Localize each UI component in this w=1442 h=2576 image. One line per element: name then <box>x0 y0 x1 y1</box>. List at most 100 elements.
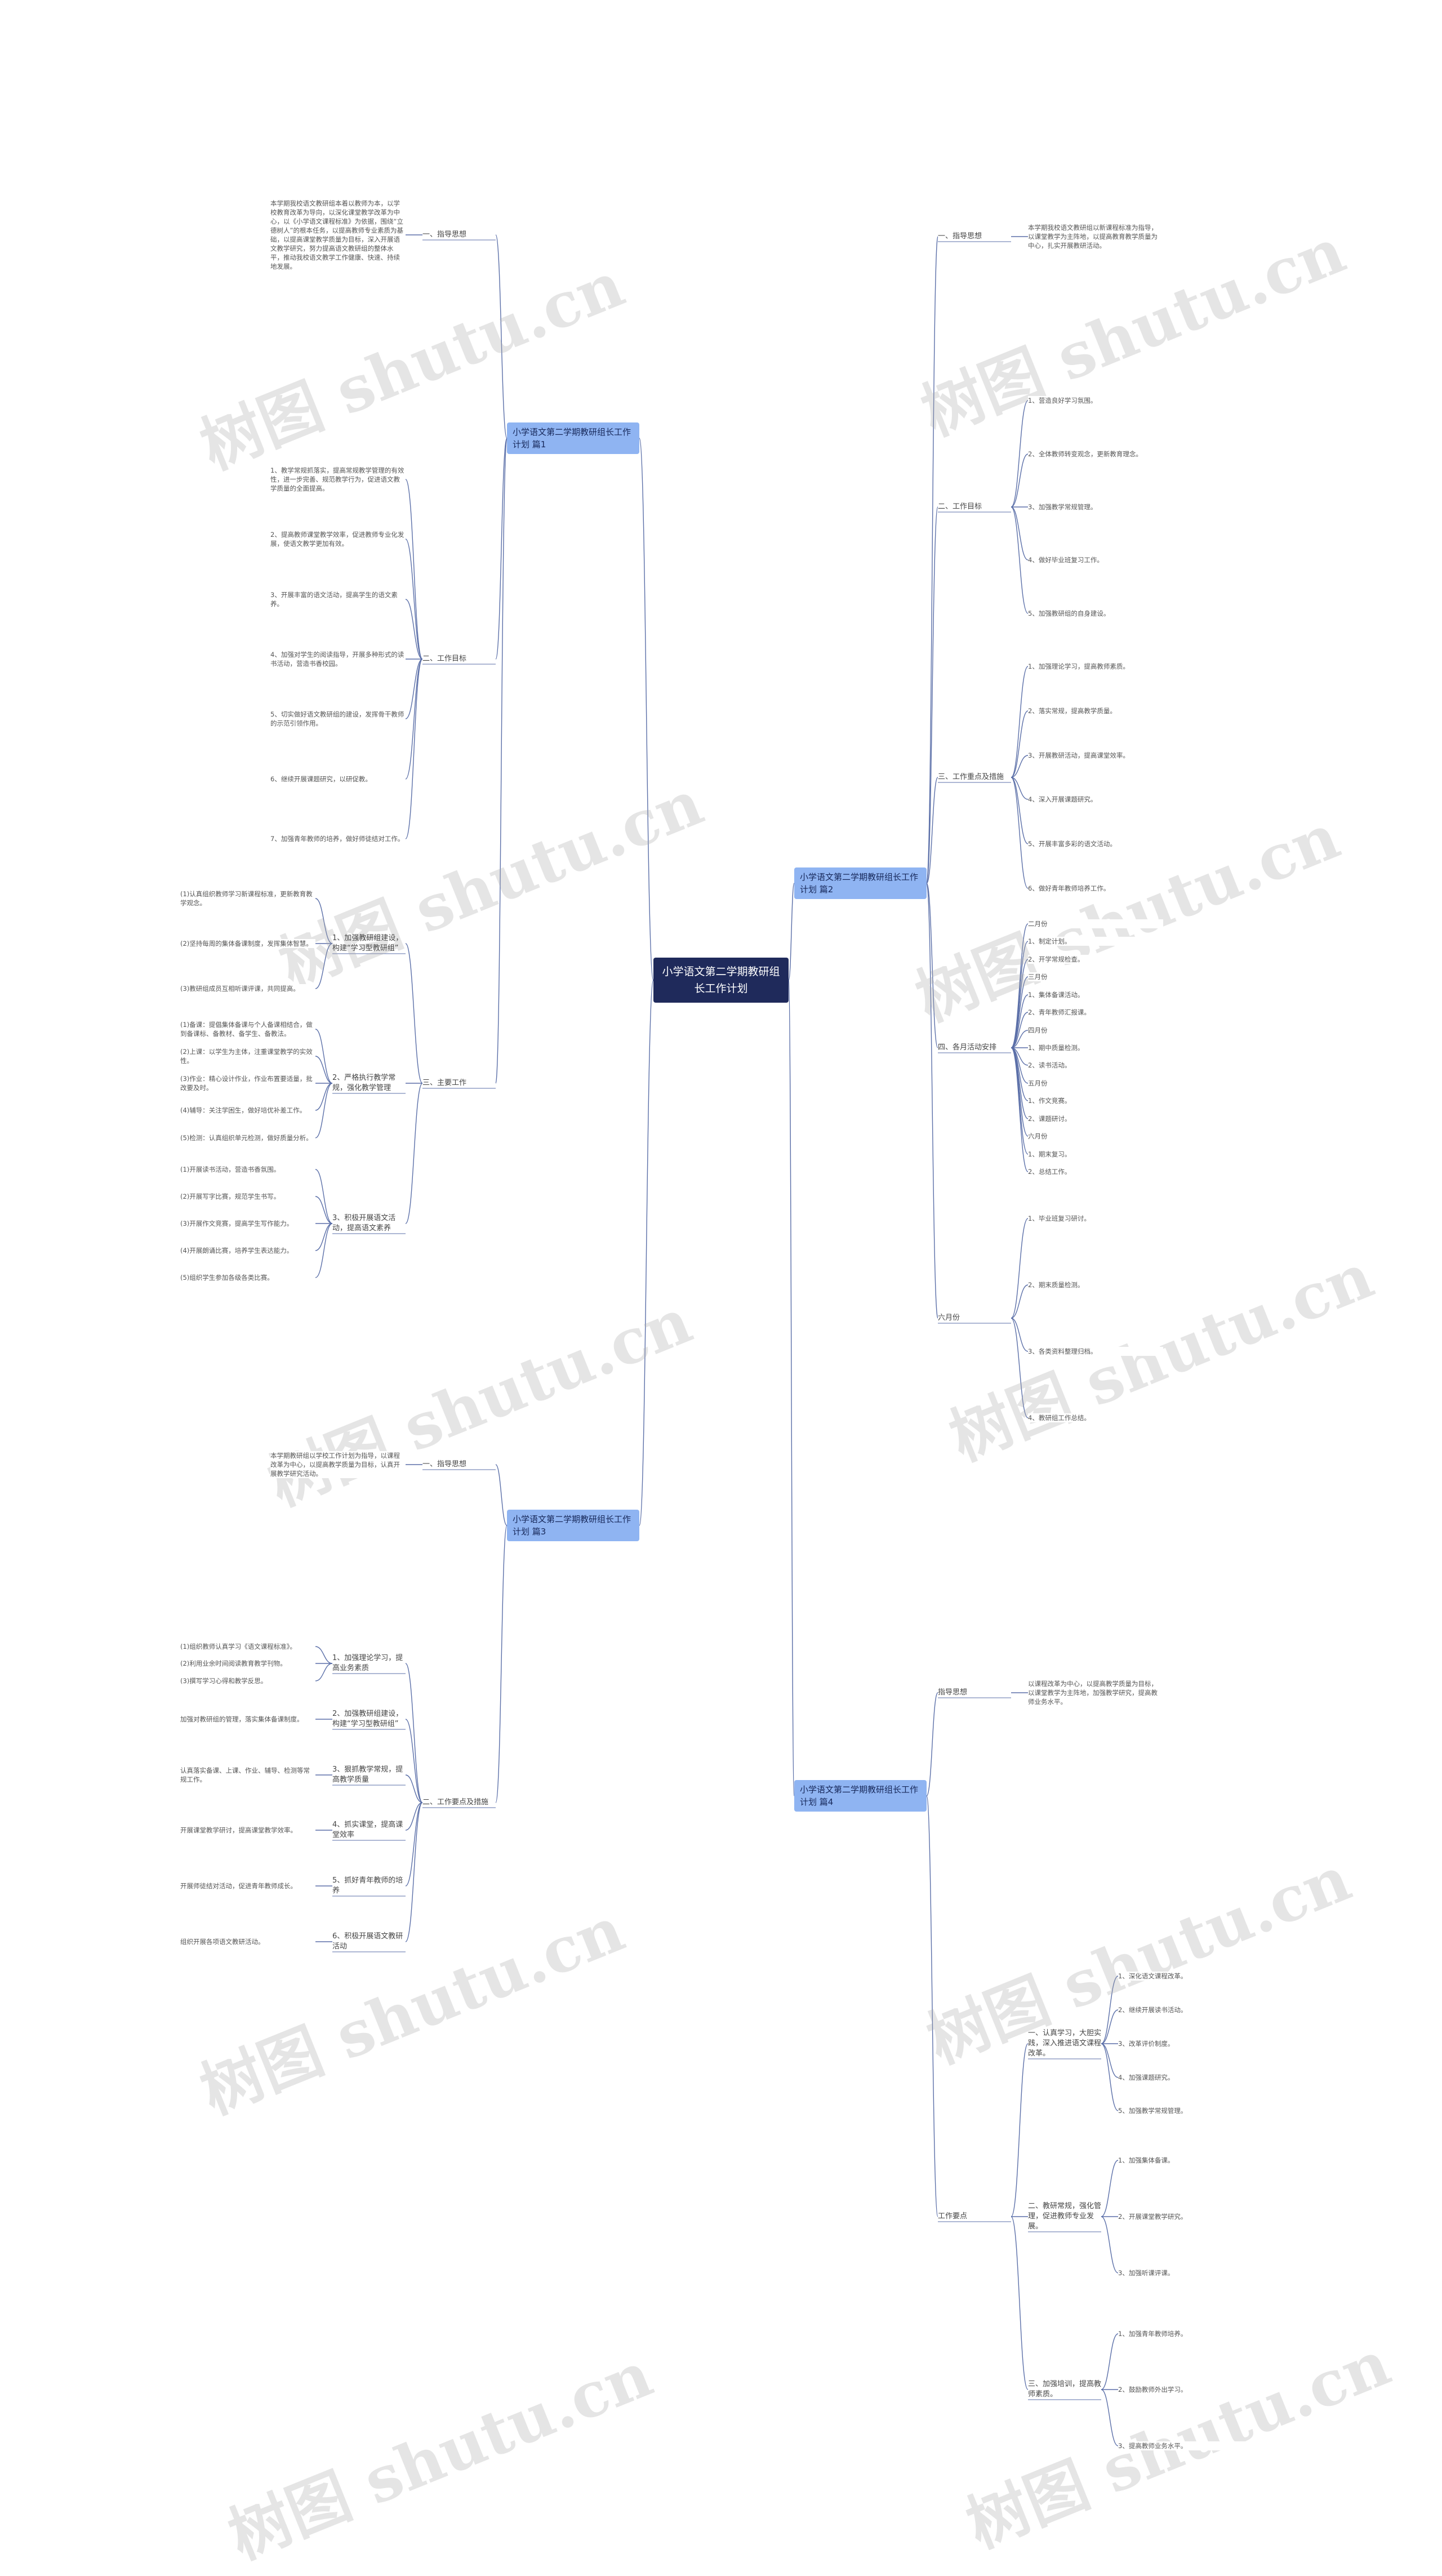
connector <box>1011 976 1029 1048</box>
leaf-text: (4)辅导：关注学困生，做好培优补差工作。 <box>180 1106 315 1115</box>
leaf-text: 2、课题研讨。 <box>1028 1114 1163 1123</box>
connector <box>315 1029 333 1084</box>
connector <box>315 898 333 944</box>
leaf-text: 开展师徒结对活动，促进青年教师成长。 <box>180 1881 315 1890</box>
subtopic[interactable]: 一、指导思想 <box>422 230 467 239</box>
watermark: 树图 shutu.cn <box>190 1892 634 2128</box>
leaf-text: 4、做好毕业班复习工作。 <box>1028 555 1163 564</box>
subtopic[interactable]: 3、积极开展语文活动，提高语文素养 <box>332 1214 396 1233</box>
connector <box>405 1774 423 1803</box>
subtopic[interactable]: 指导思想 <box>938 1688 968 1697</box>
root-topic[interactable]: 小学语文第二学期教研组长工作计划 <box>653 958 789 1003</box>
leaf-text: (2)开展写字比赛，规范学生书写。 <box>180 1192 315 1201</box>
leaf-text: 1、教学常规抓落实，提高常规教学管理的有效性，进一步完善、规范教学行为，促进语文… <box>270 466 406 493</box>
leaf-text: 3、开展教研活动，提高课堂效率。 <box>1028 751 1163 760</box>
connector <box>1101 2333 1119 2390</box>
connector <box>1101 2216 1119 2274</box>
watermark: 树图 shutu.cn <box>219 2337 662 2573</box>
connector <box>1011 1047 1029 1172</box>
leaf-text: 4、加强课题研究。 <box>1118 2073 1253 2082</box>
leaf-text: 1、营造良好学习氛围。 <box>1028 396 1163 405</box>
subtopic[interactable]: 2、严格执行教学常规，强化教学管理 <box>332 1074 396 1092</box>
leaf-text: 5、加强教研组的自身建设。 <box>1028 609 1163 618</box>
leaf-text: (1)认真组织教师学习新课程标准，更新教育教学观念。 <box>180 889 315 907</box>
leaf-text: 2、鼓励教师外出学习。 <box>1118 2385 1253 2394</box>
connector <box>1011 710 1029 778</box>
leaf-text: 4、深入开展课题研究。 <box>1028 795 1163 804</box>
leaf-text: 4、教研组工作总结。 <box>1028 1413 1163 1422</box>
leaf-text: (2)利用业余时间阅读教育教学刊物。 <box>180 1659 315 1668</box>
subtopic[interactable]: 三、主要工作 <box>422 1079 467 1087</box>
connector <box>1011 994 1029 1048</box>
subtopic[interactable]: 一、认真学习，大胆实践，深入推进语文课程改革。 <box>1028 2029 1102 2058</box>
leaf-text: (5)组织学生参加各级各类比赛。 <box>180 1273 315 1282</box>
leaf-text: 本学期我校语文教研组本着以教师为本，以学校教育改革为导向，以深化课堂教学改革为中… <box>270 199 406 271</box>
subtopic[interactable]: 2、加强教研组建设，构建“学习型教研组” <box>332 1710 403 1728</box>
leaf-text: 3、开展丰富的语文活动，提高学生的语文素养。 <box>270 590 406 608</box>
subtopic[interactable]: 3、狠抓教学常规，提高教学质量 <box>332 1765 403 1784</box>
leaf-text: 1、制定计划。 <box>1028 937 1163 946</box>
connector <box>315 1083 333 1138</box>
leaf-text: (2)坚持每周的集体备课制度，发挥集体智慧。 <box>180 939 315 948</box>
leaf-text: 1、加强理论学习，提高教师素质。 <box>1028 662 1163 671</box>
leaf-text: (1)组织教师认真学习《语文课程标准》。 <box>180 1642 315 1651</box>
subtopic[interactable]: 六月份 <box>938 1314 960 1322</box>
leaf-text: 5、开展丰富多彩的语文活动。 <box>1028 839 1163 848</box>
subtopic[interactable]: 1、加强理论学习，提高业务素质 <box>332 1654 403 1672</box>
subtopic[interactable]: 1、加强教研组建设，构建“学习型教研组” <box>332 934 403 953</box>
subtopic[interactable]: 6、积极开展语文教研活动 <box>332 1932 403 1951</box>
branch-b3[interactable]: 小学语文第二学期教研组长工作计划 篇3 <box>507 1510 639 1541</box>
leaf-text: 加强对教研组的管理，落实集体备课制度。 <box>180 1715 315 1724</box>
leaf-text: (3)开展作文竞赛，提高学生写作能力。 <box>180 1219 315 1228</box>
subtopic[interactable]: 5、抓好青年教师的培养 <box>332 1876 403 1895</box>
leaf-text: 1、毕业班复习研讨。 <box>1028 1214 1163 1223</box>
connector <box>405 599 423 660</box>
connector <box>1011 1218 1029 1319</box>
connector <box>1011 400 1029 508</box>
subtopic[interactable]: 二、教研常规，强化管理，促进教师专业发展。 <box>1028 2202 1102 2231</box>
leaf-text: (3)撰写学习心得和教学反思。 <box>180 1676 315 1685</box>
watermark: 树图 shutu.cn <box>258 1284 701 1520</box>
connector <box>1011 1030 1029 1048</box>
leaf-text: 认真落实备课、上课、作业、辅导、检测等常规工作。 <box>180 1766 315 1784</box>
leaf-text: 3、加强听课评课。 <box>1118 2268 1253 2277</box>
connector <box>495 438 508 1084</box>
subtopic[interactable]: 一、指导思想 <box>422 1460 467 1469</box>
subtopic[interactable]: 工作要点 <box>938 2212 968 2221</box>
leaf-text: 2、青年教师汇报课。 <box>1028 1008 1163 1017</box>
connector <box>405 539 423 660</box>
subtopic[interactable]: 二、工作目标 <box>938 502 982 511</box>
leaf-text: 5、加强教学常规管理。 <box>1118 2106 1253 2115</box>
leaf-text: 5、切实做好语文教研组的建设，发挥骨干教师的示范引领作用。 <box>270 710 406 728</box>
connector <box>1101 2389 1119 2446</box>
subtopic[interactable]: 4、抓实课堂，提高课堂效率 <box>332 1821 403 1839</box>
connector <box>405 1719 423 1803</box>
leaf-text: 开展课堂教学研讨，提高课堂教学效率。 <box>180 1826 315 1835</box>
subtopic[interactable]: 二、工作要点及措施 <box>422 1798 489 1807</box>
connector <box>315 1196 333 1224</box>
root-connector <box>639 438 654 981</box>
connector <box>1011 777 1029 844</box>
connector <box>315 1223 333 1278</box>
connector <box>1011 1047 1029 1119</box>
subtopic[interactable]: 三、工作重点及措施 <box>938 773 1004 781</box>
leaf-text: 3、改革评价制度。 <box>1118 2039 1253 2048</box>
connector <box>926 883 938 1319</box>
connector <box>926 883 938 1048</box>
branch-b4[interactable]: 小学语文第二学期教研组长工作计划 篇4 <box>794 1780 927 1812</box>
leaf-text: 2、总结工作。 <box>1028 1167 1163 1176</box>
subtopic[interactable]: 一、指导思想 <box>938 232 982 241</box>
connector <box>1011 777 1029 800</box>
connector <box>405 943 423 1084</box>
connector <box>315 943 333 989</box>
subtopic[interactable]: 二、工作目标 <box>422 655 467 663</box>
subtopic[interactable]: 三、加强培训，提高教师素质。 <box>1028 2380 1102 2399</box>
branch-b2[interactable]: 小学语文第二学期教研组长工作计划 篇2 <box>794 867 927 899</box>
leaf-text: (3)作业：精心设计作业，作业布置要适量，批改要及时。 <box>180 1074 315 1092</box>
connector <box>1011 2216 1029 2390</box>
subtopic[interactable]: 四、各月活动安排 <box>938 1043 997 1052</box>
leaf-text: 2、期末质量检测。 <box>1028 1280 1163 1289</box>
branch-b1[interactable]: 小学语文第二学期教研组长工作计划 篇1 <box>507 422 639 454</box>
leaf-text: 2、读书活动。 <box>1028 1061 1163 1070</box>
connector <box>1011 959 1029 1048</box>
